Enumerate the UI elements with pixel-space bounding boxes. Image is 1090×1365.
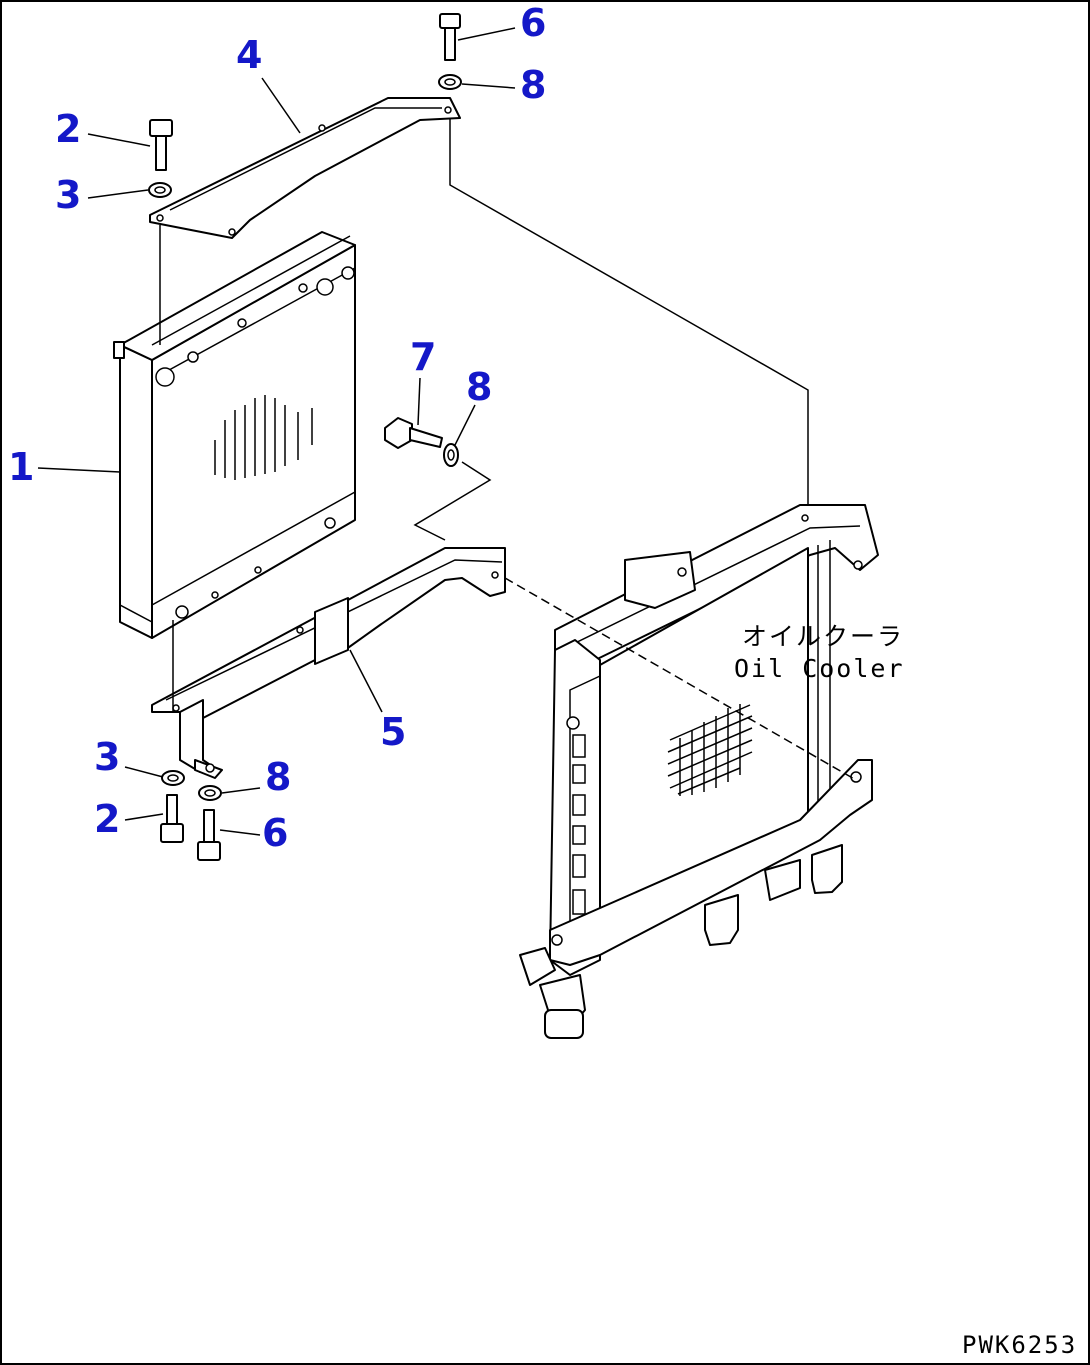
callout-upper-bracket: 4: [236, 33, 262, 77]
bolt-top: [439, 13, 461, 61]
callout-washer-lower-left: 3: [94, 735, 120, 779]
callout-bolt-top: 6: [520, 1, 546, 45]
washer-middle: [443, 443, 459, 467]
oil-cooler-frame-cutouts: [551, 514, 863, 946]
callout-bolt-lower-right: 6: [262, 811, 288, 855]
bolt-upper-left: [149, 119, 173, 171]
upper-bracket: [149, 97, 461, 239]
callout-washer-upper-left: 3: [55, 173, 81, 217]
radiator-core-fins: [214, 395, 313, 480]
callout-bolt-upper-left: 2: [55, 107, 81, 151]
washer-upper-left: [148, 182, 172, 198]
callout-radiator: 1: [8, 445, 34, 489]
oil-cooler-core-mesh: [667, 704, 753, 796]
oil-cooler-label-english: Oil Cooler: [734, 654, 905, 683]
washer-top: [438, 74, 462, 90]
callout-washer-middle: 8: [466, 365, 492, 409]
callout-bolt-middle: 7: [410, 335, 436, 379]
drawing-code: PWK6253: [962, 1331, 1077, 1359]
leader-lines: [37, 27, 516, 836]
callout-lower-bracket: 5: [380, 710, 406, 754]
radiator-core: [113, 231, 356, 639]
assembly-lines: [159, 118, 857, 781]
bolt-lower-right: [197, 809, 221, 861]
callout-washer-top: 8: [520, 63, 546, 107]
callout-washer-lower-right: 8: [265, 755, 291, 799]
washer-lower-right: [198, 785, 222, 801]
oil-cooler-label-japanese: オイルクーラ: [742, 622, 904, 651]
callout-bolt-lower-left: 2: [94, 797, 120, 841]
oil-cooler-assembly: オイルクーラ Oil Cooler: [519, 504, 905, 1039]
bolt-lower-left: [160, 794, 184, 843]
bolt-middle: [384, 417, 443, 449]
lower-bracket: [151, 547, 506, 779]
washer-lower-left: [161, 770, 185, 786]
